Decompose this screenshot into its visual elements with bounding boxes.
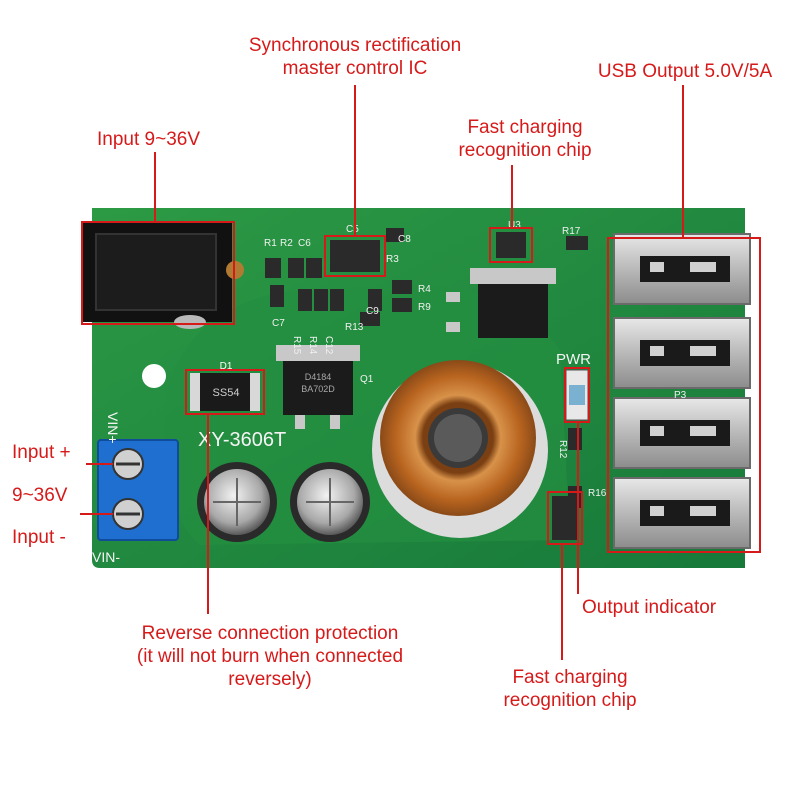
ref-u3: U3 xyxy=(508,220,521,231)
ref-c9: C9 xyxy=(366,306,379,317)
usb-port-2 xyxy=(613,317,751,389)
label-reverse-line1: Reverse connection protection xyxy=(141,623,399,644)
usb-port-3 xyxy=(613,397,751,469)
label-reverse-protection: Reverse connection protection (it will n… xyxy=(70,622,470,691)
dc-jack xyxy=(82,222,244,329)
ref-r17: R17 xyxy=(562,226,581,237)
ref-r2: R2 xyxy=(280,238,293,249)
box-diode xyxy=(185,369,265,415)
smd-parts xyxy=(265,228,588,540)
label-output-indicator: Output indicator xyxy=(582,596,716,619)
ref-r1: R1 xyxy=(264,238,277,249)
mosfet-code: D4184 xyxy=(305,372,332,382)
capacitor-1 xyxy=(197,462,277,542)
label-sync-ic: Synchronous rectification master control… xyxy=(195,34,515,80)
diode-code: SS54 xyxy=(213,387,240,399)
ref-r4: R4 xyxy=(418,284,431,295)
label-fast-chip-top: Fast charging recognition chip xyxy=(425,116,625,162)
model-label: XY-3606T xyxy=(198,429,286,451)
label-fast-chip-bottom: Fast charging recognition chip xyxy=(470,666,670,712)
diode-ref: D1 xyxy=(220,361,233,372)
usb-port-4 xyxy=(613,477,751,549)
label-sync-ic-line2: master control IC xyxy=(282,58,428,79)
ref-r3: R3 xyxy=(386,254,399,265)
ref-r15: R15 xyxy=(291,336,302,355)
screw-terminal xyxy=(97,439,179,541)
diode-d1: SS54 D1 xyxy=(190,361,260,411)
ref-c12: C12 xyxy=(323,336,334,355)
ref-r16: R16 xyxy=(588,488,607,499)
label-sync-ic-line1: Synchronous rectification xyxy=(248,35,462,56)
ref-c6: C6 xyxy=(298,238,311,249)
vin-minus-label: VIN- xyxy=(92,549,120,565)
ref-r14: R14 xyxy=(307,336,318,355)
mounting-hole xyxy=(142,364,166,388)
mosfet-q2 xyxy=(446,268,556,338)
label-usb-output: USB Output 5.0V/5A xyxy=(575,60,795,83)
ref-r12: R12 xyxy=(557,440,568,459)
toroid-inductor xyxy=(372,360,548,538)
label-input-voltage-text: Input 9~36V xyxy=(97,129,201,150)
mosfet-code2: BA702D xyxy=(301,384,335,394)
ref-q1: Q1 xyxy=(360,374,374,385)
box-fast-chip-bottom xyxy=(547,491,583,545)
ref-c8: C8 xyxy=(398,234,411,245)
label-input-voltage: Input 9~36V xyxy=(97,128,200,151)
label-fast-chip-bottom-line2: recognition chip xyxy=(503,690,637,711)
label-input-range: 9~36V xyxy=(12,484,67,507)
label-fast-chip-top-line2: recognition chip xyxy=(458,140,592,161)
label-fast-chip-top-line1: Fast charging xyxy=(467,117,583,138)
label-input-plus: Input + xyxy=(12,441,71,464)
label-reverse-line3: reversely) xyxy=(228,669,312,690)
label-output-indicator-text: Output indicator xyxy=(582,597,717,618)
ref-r9: R9 xyxy=(418,302,431,313)
ref-c5: C5 xyxy=(346,224,359,235)
ref-p3: P3 xyxy=(674,390,687,401)
mosfet-q1: D4184 BA702D xyxy=(276,345,360,429)
ref-c7: C7 xyxy=(272,318,285,329)
box-dc-jack xyxy=(81,221,235,325)
label-usb-output-text: USB Output 5.0V/5A xyxy=(597,61,773,82)
vin-plus-label: VIN+ xyxy=(105,412,121,444)
label-input-minus-text: Input - xyxy=(12,527,66,548)
label-reverse-line2: (it will not burn when connected xyxy=(136,646,404,667)
led-lens xyxy=(569,385,585,405)
usb-port-1 xyxy=(613,233,751,305)
label-input-range-text: 9~36V xyxy=(12,485,68,506)
label-fast-chip-bottom-line1: Fast charging xyxy=(512,667,628,688)
label-input-minus: Input - xyxy=(12,526,66,549)
label-input-plus-text: Input + xyxy=(12,442,71,463)
ref-r13: R13 xyxy=(345,322,364,333)
leader-lines xyxy=(80,85,684,660)
capacitor-2 xyxy=(290,462,370,542)
pwr-label: PWR xyxy=(556,351,591,368)
